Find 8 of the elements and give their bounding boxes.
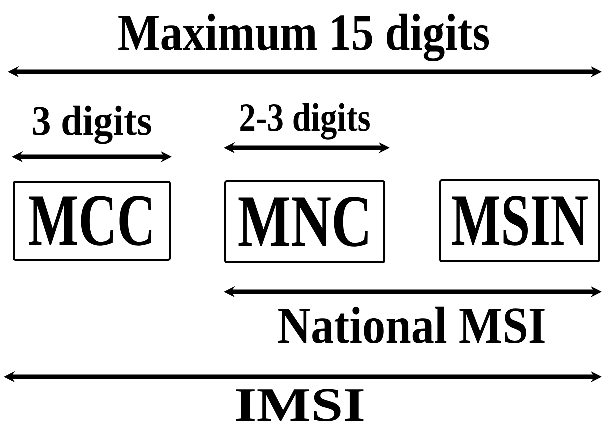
label: National MSI xyxy=(278,306,545,344)
label: Maximum 15 digits xyxy=(118,14,490,62)
code-box: MNC xyxy=(224,180,386,264)
code-box: MCC xyxy=(13,181,171,261)
code-box: MSIN xyxy=(440,180,601,262)
label: IMSI xyxy=(236,389,364,422)
label: 2-3 digits xyxy=(240,103,370,140)
label: 3 digits xyxy=(33,106,152,144)
